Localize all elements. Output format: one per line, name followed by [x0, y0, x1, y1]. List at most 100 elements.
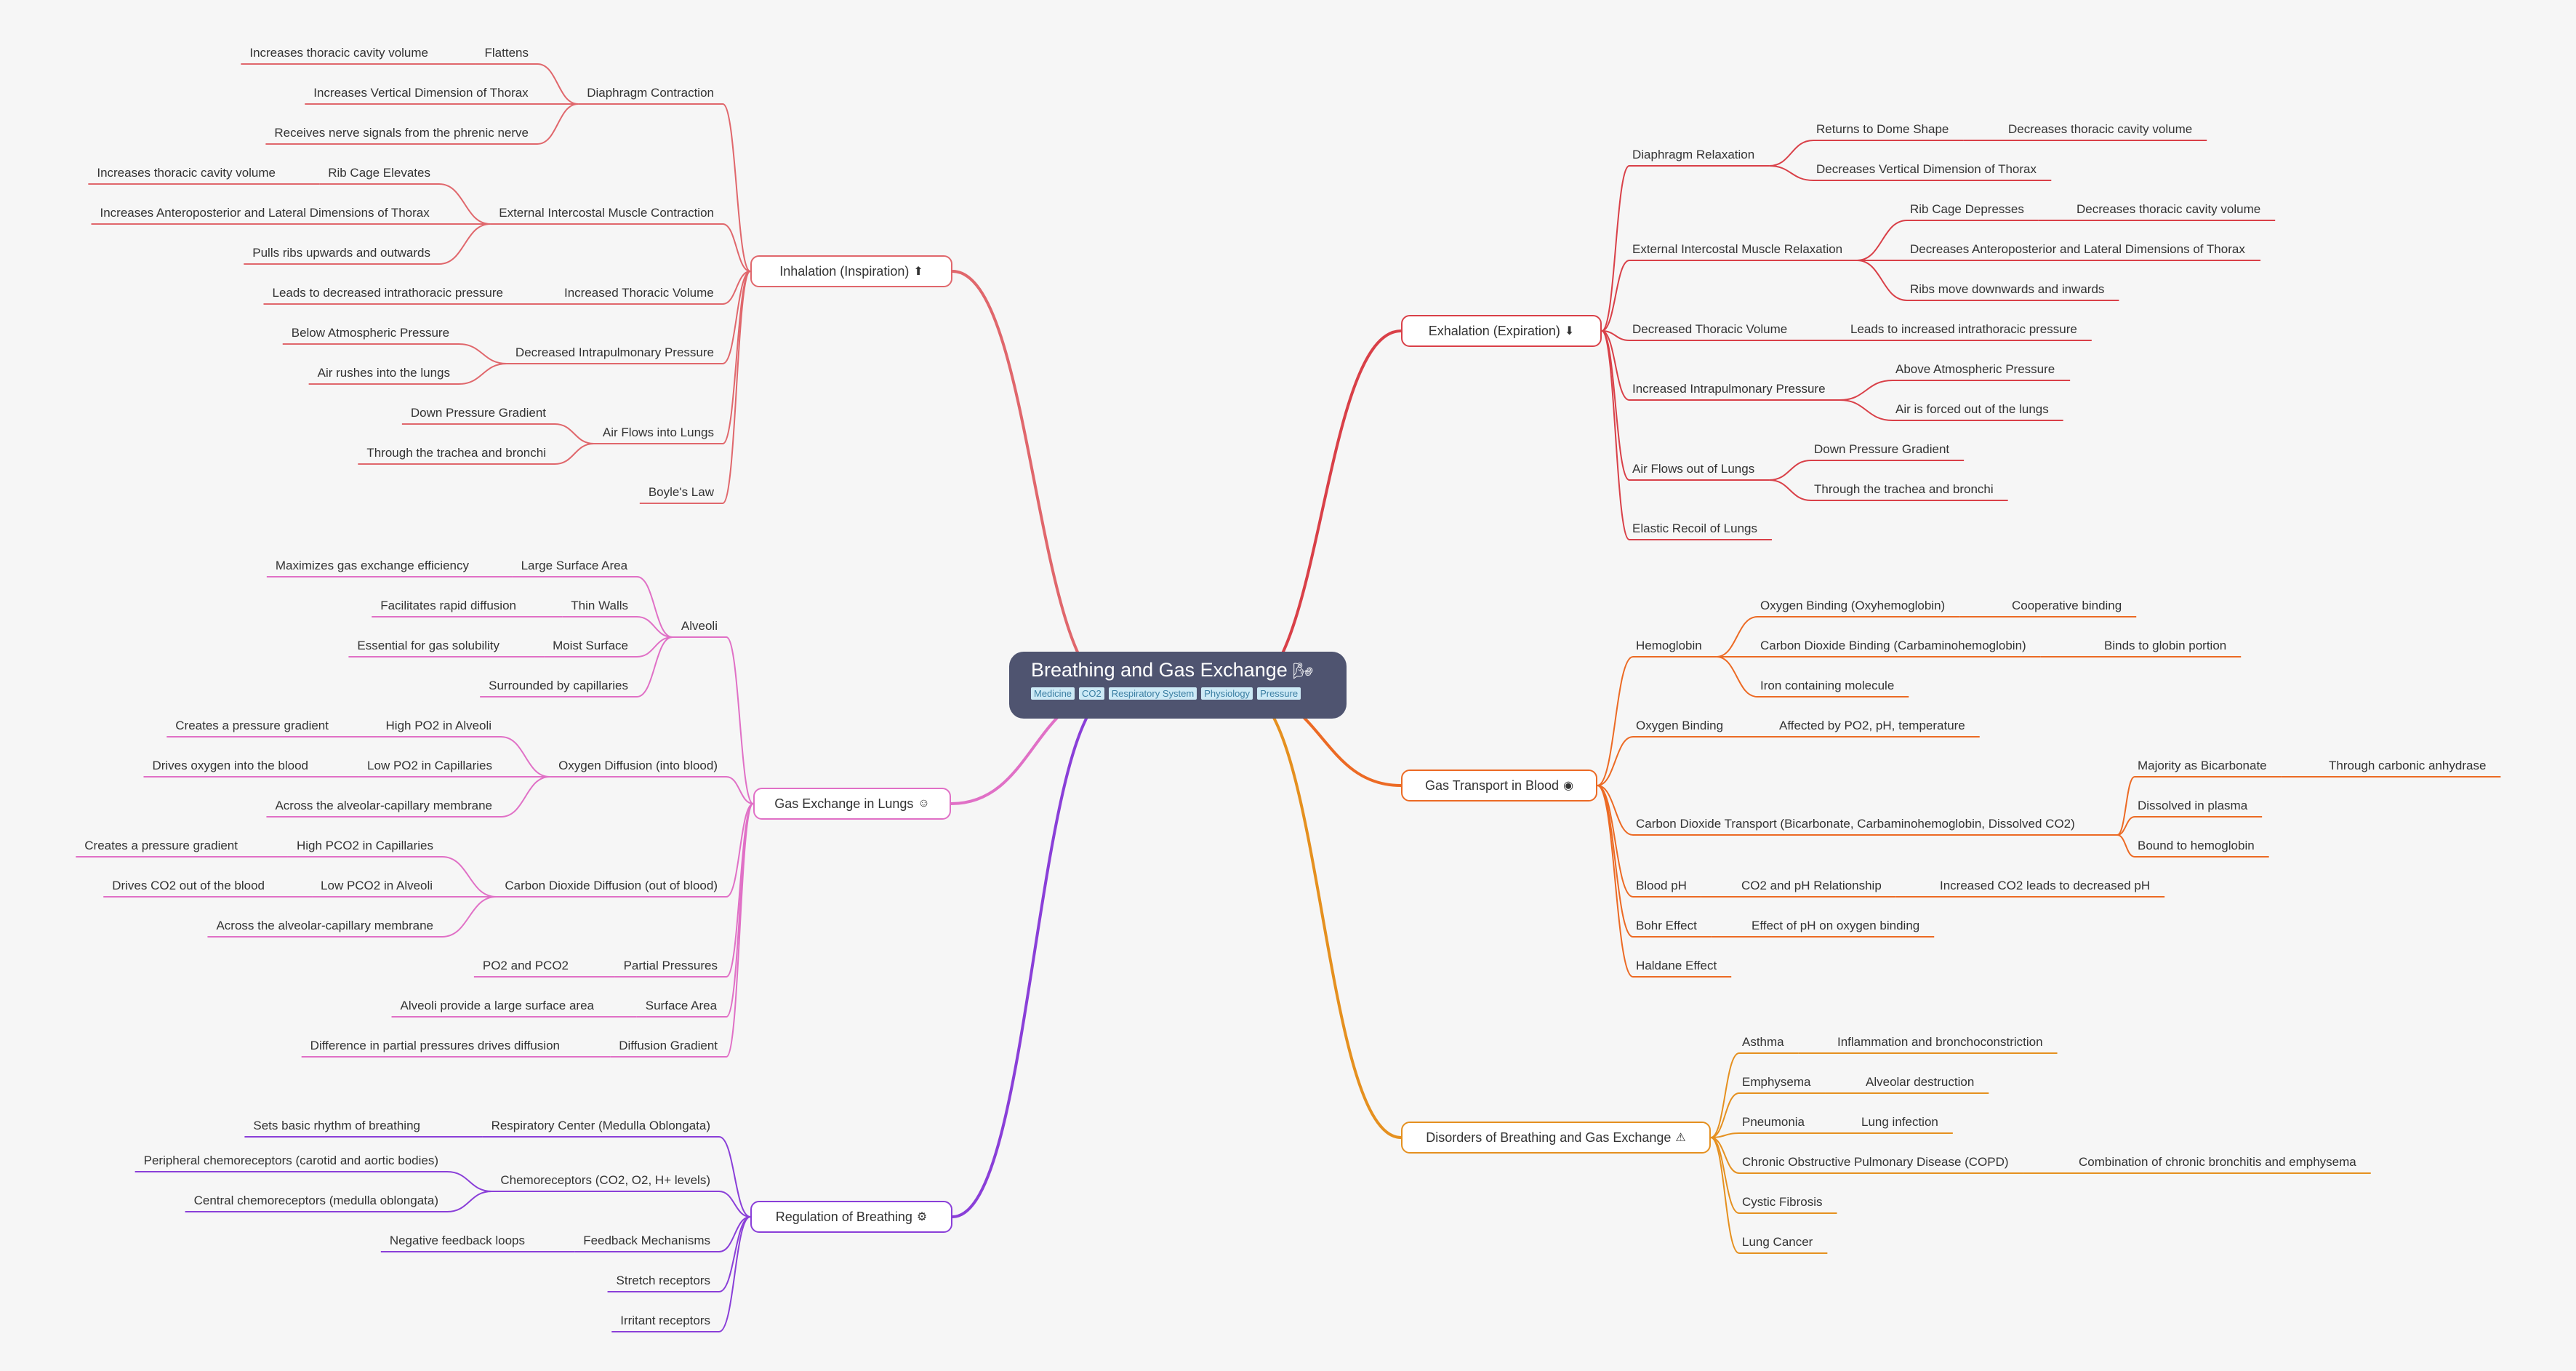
- detail-node[interactable]: Creates a pressure gradient: [175, 719, 329, 732]
- topic-node[interactable]: Irritant receptors: [620, 1314, 710, 1327]
- branch-gas-transport[interactable]: Gas Transport in Blood◉: [1401, 770, 1597, 802]
- subtopic-node[interactable]: Moist Surface: [553, 639, 628, 652]
- topic-node[interactable]: Diffusion Gradient: [619, 1039, 718, 1052]
- topic-node[interactable]: Air Flows into Lungs: [602, 425, 714, 439]
- topic-node[interactable]: Air Flows out of Lungs: [1632, 462, 1755, 476]
- topic-node[interactable]: Pneumonia: [1742, 1115, 1805, 1129]
- subtopic-node[interactable]: Below Atmospheric Pressure: [291, 326, 450, 340]
- subtopic-node[interactable]: High PCO2 in Capillaries: [296, 839, 433, 852]
- topic-node[interactable]: Surface Area: [645, 999, 718, 1012]
- topic-node[interactable]: Cystic Fibrosis: [1742, 1195, 1823, 1209]
- subtopic-node[interactable]: Flattens: [484, 46, 529, 60]
- detail-node[interactable]: Essential for gas solubility: [357, 639, 499, 652]
- branch-inhalation[interactable]: Inhalation (Inspiration)⬆: [750, 255, 952, 287]
- subtopic-node[interactable]: Difference in partial pressures drives d…: [310, 1039, 560, 1052]
- detail-node[interactable]: Drives CO2 out of the blood: [112, 879, 265, 892]
- topic-node[interactable]: Alveoli: [681, 619, 718, 633]
- detail-node[interactable]: Facilitates rapid diffusion: [380, 599, 516, 612]
- subtopic-node[interactable]: Down Pressure Gradient: [1814, 442, 1950, 456]
- detail-node[interactable]: Creates a pressure gradient: [84, 839, 238, 852]
- subtopic-node[interactable]: Ribs move downwards and inwards: [1910, 282, 2105, 296]
- subtopic-node[interactable]: Air is forced out of the lungs: [1895, 402, 2049, 416]
- subtopic-node[interactable]: PO2 and PCO2: [482, 959, 569, 972]
- topic-node[interactable]: Partial Pressures: [623, 959, 718, 972]
- detail-node[interactable]: Decreases thoracic cavity volume: [2008, 122, 2193, 136]
- subtopic-node[interactable]: Across the alveolar-capillary membrane: [275, 799, 492, 812]
- tag[interactable]: Physiology: [1201, 687, 1253, 700]
- subtopic-node[interactable]: Surrounded by capillaries: [489, 679, 628, 692]
- tag[interactable]: Pressure: [1257, 687, 1301, 700]
- topic-node[interactable]: Lung Cancer: [1742, 1235, 1813, 1249]
- subtopic-node[interactable]: Oxygen Binding (Oxyhemoglobin): [1760, 599, 1946, 612]
- topic-node[interactable]: Diaphragm Contraction: [587, 86, 714, 100]
- subtopic-node[interactable]: CO2 and pH Relationship: [1741, 879, 1882, 892]
- branch-disorders[interactable]: Disorders of Breathing and Gas Exchange⚠: [1401, 1122, 1711, 1154]
- subtopic-node[interactable]: Lung infection: [1861, 1115, 1938, 1129]
- subtopic-node[interactable]: Through the trachea and bronchi: [366, 446, 546, 460]
- topic-node[interactable]: Carbon Dioxide Transport (Bicarbonate, C…: [1636, 817, 2075, 831]
- subtopic-node[interactable]: Rib Cage Depresses: [1910, 202, 2024, 216]
- tag[interactable]: CO2: [1079, 687, 1104, 700]
- topic-node[interactable]: Decreased Thoracic Volume: [1632, 322, 1788, 336]
- subtopic-node[interactable]: Negative feedback loops: [389, 1234, 525, 1247]
- topic-node[interactable]: Stretch receptors: [616, 1274, 710, 1287]
- subtopic-node[interactable]: Central chemoreceptors (medulla oblongat…: [193, 1194, 438, 1207]
- detail-node[interactable]: Increases thoracic cavity volume: [97, 166, 276, 180]
- detail-node[interactable]: Cooperative binding: [2012, 599, 2122, 612]
- detail-node[interactable]: Binds to globin portion: [2104, 639, 2227, 652]
- subtopic-node[interactable]: Pulls ribs upwards and outwards: [252, 246, 430, 260]
- topic-node[interactable]: Chronic Obstructive Pulmonary Disease (C…: [1742, 1155, 2009, 1169]
- topic-node[interactable]: Oxygen Diffusion (into blood): [558, 759, 718, 772]
- tag[interactable]: Medicine: [1031, 687, 1075, 700]
- root-node[interactable]: Breathing and Gas Exchange 🌬 Medicine CO…: [1009, 652, 1347, 719]
- detail-node[interactable]: Through carbonic anhydrase: [2329, 759, 2487, 772]
- subtopic-node[interactable]: Through the trachea and bronchi: [1814, 482, 1994, 496]
- subtopic-node[interactable]: Affected by PO2, pH, temperature: [1779, 719, 1965, 732]
- subtopic-node[interactable]: Effect of pH on oxygen binding: [1752, 919, 1920, 932]
- subtopic-node[interactable]: Above Atmospheric Pressure: [1895, 362, 2055, 376]
- detail-node[interactable]: Decreases thoracic cavity volume: [2077, 202, 2261, 216]
- topic-node[interactable]: Boyle's Law: [648, 485, 714, 499]
- topic-node[interactable]: Hemoglobin: [1636, 639, 1702, 652]
- subtopic-node[interactable]: Peripheral chemoreceptors (carotid and a…: [143, 1154, 438, 1167]
- topic-node[interactable]: Respiratory Center (Medulla Oblongata): [491, 1119, 710, 1132]
- subtopic-node[interactable]: Sets basic rhythm of breathing: [253, 1119, 420, 1132]
- tag[interactable]: Respiratory System: [1108, 687, 1197, 700]
- subtopic-node[interactable]: High PO2 in Alveoli: [385, 719, 492, 732]
- detail-node[interactable]: Increased CO2 leads to decreased pH: [1940, 879, 2151, 892]
- topic-node[interactable]: Asthma: [1742, 1035, 1784, 1049]
- subtopic-node[interactable]: Thin Walls: [571, 599, 628, 612]
- topic-node[interactable]: Emphysema: [1742, 1075, 1811, 1089]
- topic-node[interactable]: Haldane Effect: [1636, 959, 1717, 972]
- topic-node[interactable]: External Intercostal Muscle Relaxation: [1632, 242, 1843, 256]
- detail-node[interactable]: Increases thoracic cavity volume: [249, 46, 428, 60]
- subtopic-node[interactable]: Down Pressure Gradient: [410, 406, 546, 420]
- subtopic-node[interactable]: Increases Vertical Dimension of Thorax: [313, 86, 529, 100]
- subtopic-node[interactable]: Low PO2 in Capillaries: [367, 759, 492, 772]
- subtopic-node[interactable]: Across the alveolar-capillary membrane: [216, 919, 433, 932]
- detail-node[interactable]: Maximizes gas exchange efficiency: [275, 559, 469, 572]
- topic-node[interactable]: Blood pH: [1636, 879, 1687, 892]
- topic-node[interactable]: Elastic Recoil of Lungs: [1632, 521, 1757, 535]
- topic-node[interactable]: External Intercostal Muscle Contraction: [499, 206, 714, 220]
- subtopic-node[interactable]: Iron containing molecule: [1760, 679, 1895, 692]
- topic-node[interactable]: Increased Thoracic Volume: [564, 286, 714, 300]
- subtopic-node[interactable]: Carbon Dioxide Binding (Carbaminohemoglo…: [1760, 639, 2026, 652]
- detail-node[interactable]: Drives oxygen into the blood: [152, 759, 308, 772]
- branch-regulation[interactable]: Regulation of Breathing⚙: [750, 1201, 952, 1233]
- subtopic-node[interactable]: Leads to increased intrathoracic pressur…: [1850, 322, 2077, 336]
- subtopic-node[interactable]: Air rushes into the lungs: [317, 366, 450, 380]
- topic-node[interactable]: Feedback Mechanisms: [583, 1234, 710, 1247]
- subtopic-node[interactable]: Leads to decreased intrathoracic pressur…: [272, 286, 503, 300]
- subtopic-node[interactable]: Returns to Dome Shape: [1816, 122, 1949, 136]
- subtopic-node[interactable]: Increases Anteroposterior and Lateral Di…: [100, 206, 430, 220]
- subtopic-node[interactable]: Majority as Bicarbonate: [2138, 759, 2267, 772]
- topic-node[interactable]: Bohr Effect: [1636, 919, 1697, 932]
- subtopic-node[interactable]: Bound to hemoglobin: [2138, 839, 2255, 852]
- subtopic-node[interactable]: Inflammation and bronchoconstriction: [1837, 1035, 2043, 1049]
- branch-gas-exchange[interactable]: Gas Exchange in Lungs☺: [753, 788, 951, 820]
- subtopic-node[interactable]: Decreases Anteroposterior and Lateral Di…: [1910, 242, 2245, 256]
- subtopic-node[interactable]: Alveolar destruction: [1866, 1075, 1975, 1089]
- subtopic-node[interactable]: Dissolved in plasma: [2138, 799, 2248, 812]
- topic-node[interactable]: Carbon Dioxide Diffusion (out of blood): [505, 879, 718, 892]
